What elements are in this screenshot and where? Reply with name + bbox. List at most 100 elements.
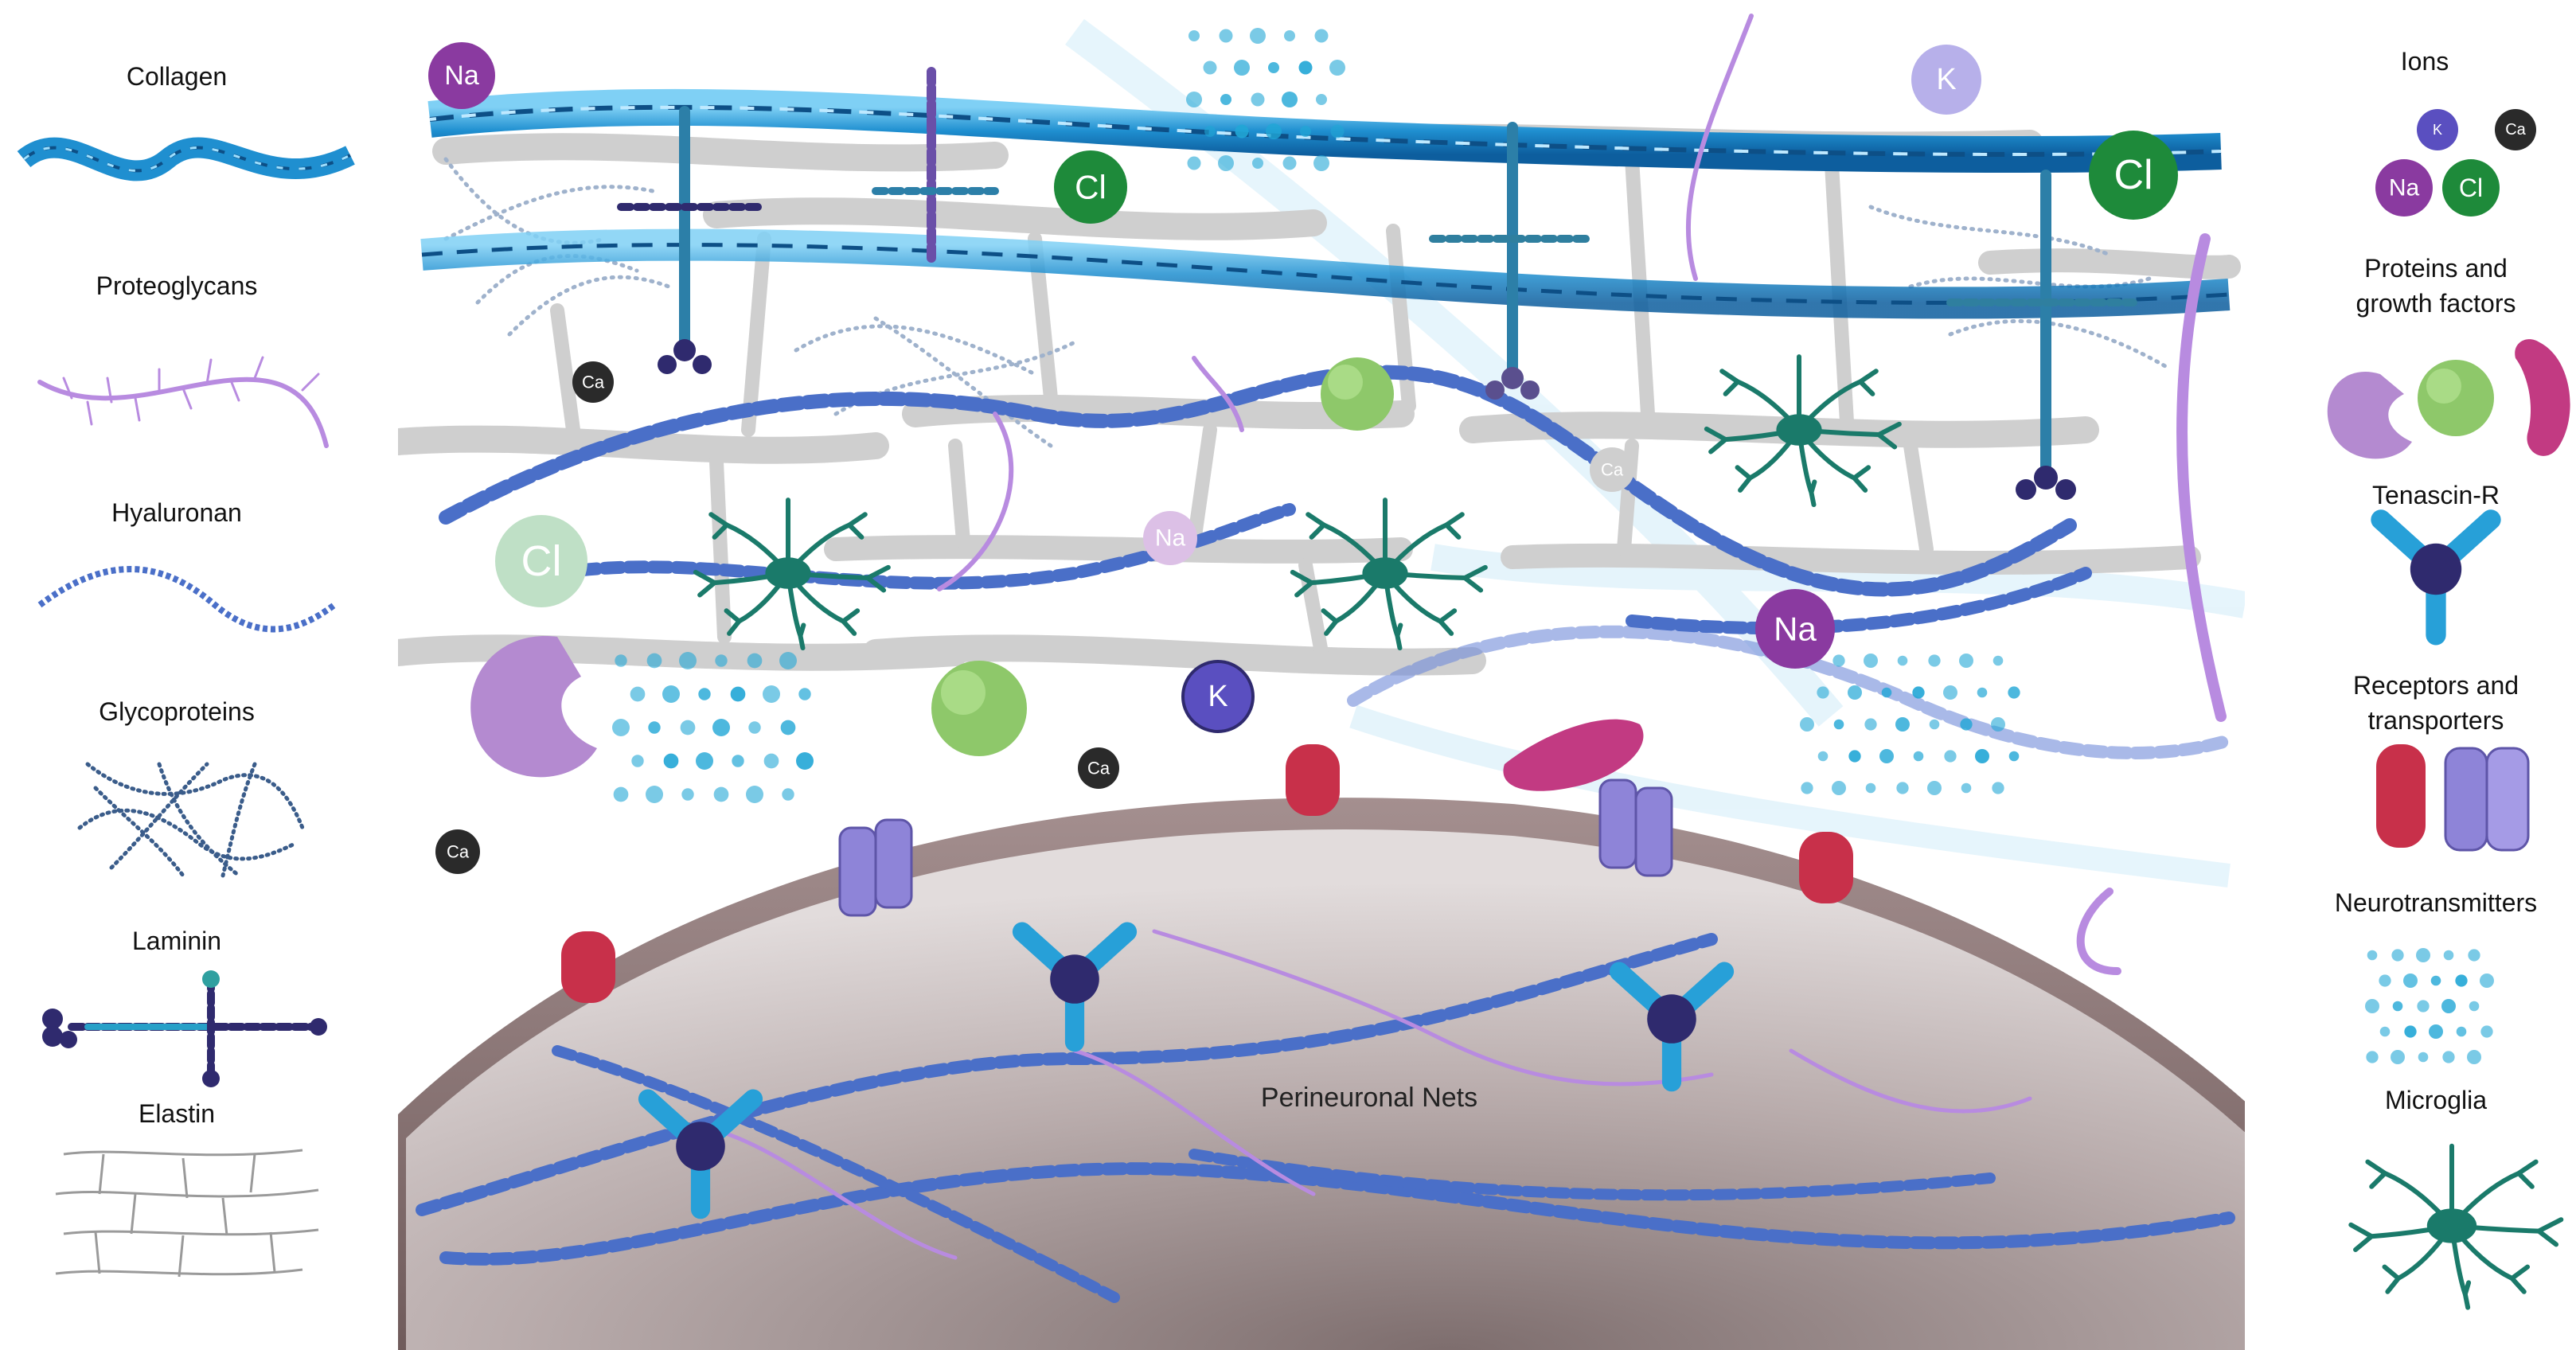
ion-ca bbox=[1078, 747, 1119, 789]
neurotransmitter-dot bbox=[779, 652, 797, 669]
neurotransmitter-dot bbox=[1865, 782, 1876, 794]
neurotransmitter-dot bbox=[2469, 1001, 2480, 1012]
neurotransmitter-dot bbox=[1977, 687, 1988, 698]
ion-na-label: Na bbox=[444, 60, 479, 91]
legend-right: Ions K Ca Na Cl Proteins and growth fact… bbox=[2327, 47, 2570, 1310]
neurotransmitter-dot bbox=[1833, 719, 1844, 730]
collagen-fiber-middle bbox=[420, 228, 2231, 319]
neurotransmitter-dot bbox=[1943, 685, 1957, 700]
neurotransmitter-dot bbox=[1913, 751, 1924, 762]
neurotransmitter-dot bbox=[796, 752, 814, 770]
legend-proteins-icon bbox=[2327, 339, 2570, 459]
neurotransmitter-dot bbox=[681, 788, 694, 801]
ion-ca-label: Ca bbox=[447, 842, 470, 862]
legend-collagen-icon bbox=[17, 137, 355, 181]
neurotransmitter-dot bbox=[715, 654, 728, 667]
microglia-cell bbox=[1776, 414, 1822, 446]
neurotransmitter-dot bbox=[713, 786, 729, 802]
neurotransmitter-dot bbox=[1266, 123, 1282, 139]
scene: Perineuronal Nets Na K Cl Cl Cl Ca Ca Na… bbox=[398, 14, 2245, 1350]
neurotransmitter-dot bbox=[1187, 156, 1201, 170]
ion-k-label: K bbox=[1936, 63, 1956, 96]
neurotransmitter-dot bbox=[2008, 686, 2020, 699]
legend-tenascin-icon bbox=[2371, 509, 2501, 646]
legend-proteoglycans-icon bbox=[37, 356, 329, 448]
neurotransmitter-dot bbox=[2365, 999, 2379, 1013]
microglia-cell bbox=[1362, 557, 1408, 589]
neurotransmitter-dot bbox=[748, 721, 761, 734]
neurotransmitter-dot bbox=[1203, 60, 1217, 75]
legend-laminin-label: Laminin bbox=[132, 927, 221, 955]
neurotransmitter-dot bbox=[732, 755, 744, 767]
neurotransmitter-dot bbox=[1832, 654, 1845, 667]
neurotransmitter-dot bbox=[1912, 686, 1925, 699]
neurotransmitter-dot bbox=[2366, 1051, 2379, 1063]
ion-na bbox=[1755, 589, 1835, 669]
neurotransmitter-dot bbox=[1848, 750, 1861, 763]
neurotransmitter-dot bbox=[730, 686, 746, 702]
legend-receptors-label-1: Receptors and bbox=[2353, 671, 2519, 700]
ion-cl-label: Cl bbox=[1075, 169, 1107, 206]
legend-ion-cl: Cl bbox=[2459, 174, 2483, 202]
neurotransmitter-dot bbox=[1895, 717, 1910, 732]
neurotransmitter-dot bbox=[1235, 124, 1249, 139]
neurotransmitter-dot bbox=[1897, 655, 1908, 666]
neurotransmitter-dot bbox=[2403, 973, 2418, 988]
neurotransmitter-dot bbox=[631, 755, 644, 767]
neurotransmitter-dot bbox=[2416, 948, 2430, 962]
neurotransmitter-dot bbox=[2379, 1026, 2391, 1037]
neurotransmitter-dot bbox=[615, 654, 627, 667]
neurotransmitter-dot bbox=[763, 753, 779, 769]
ion-ca bbox=[572, 361, 614, 403]
neurotransmitter-dot bbox=[1991, 717, 2005, 732]
neurotransmitter-dot bbox=[2443, 950, 2454, 961]
neurotransmitter-dot bbox=[630, 686, 646, 702]
neurotransmitter-dot bbox=[1284, 30, 1295, 41]
legend-ion-ca: Ca bbox=[2505, 121, 2526, 139]
ion-ca-label: Ca bbox=[582, 373, 605, 392]
tenascin-core bbox=[1647, 994, 1696, 1044]
neurotransmitter-dot bbox=[2442, 1051, 2455, 1063]
laminin-crosses bbox=[617, 67, 2137, 500]
legend-receptors-icon bbox=[2376, 744, 2530, 852]
legend-collagen-label: Collagen bbox=[127, 62, 227, 91]
neurotransmitter-dot bbox=[646, 786, 663, 803]
neurotransmitter-dot bbox=[780, 720, 796, 735]
neurotransmitter-dot bbox=[613, 786, 629, 802]
neurotransmitter-dot bbox=[1801, 782, 1813, 794]
neurotransmitter-dot bbox=[2391, 949, 2404, 962]
neurotransmitter-dot bbox=[1282, 92, 1298, 107]
neurotransmitter-dot bbox=[763, 685, 780, 703]
neurotransmitter-dot bbox=[1992, 655, 2004, 666]
legend-microglia-label: Microglia bbox=[2385, 1086, 2487, 1114]
neurotransmitter-dot bbox=[679, 652, 697, 669]
ion-k bbox=[1911, 45, 1981, 115]
neurotransmitter-dot bbox=[1220, 94, 1231, 105]
ion-cl-label: Cl bbox=[521, 537, 562, 585]
neurotransmitter-dot bbox=[2391, 1050, 2405, 1064]
legend-laminin-icon bbox=[42, 970, 327, 1087]
neurotransmitter-clusters bbox=[612, 28, 2020, 803]
legend-elastin-icon bbox=[55, 1149, 319, 1278]
ion-na-label: Na bbox=[1155, 525, 1186, 552]
legend-glycoproteins-label: Glycoproteins bbox=[99, 697, 255, 726]
neurotransmitter-dot bbox=[798, 688, 811, 700]
neurotransmitter-dot bbox=[698, 688, 711, 700]
ion-ca-label: Ca bbox=[1601, 460, 1624, 480]
neurotransmitter-dot bbox=[1864, 654, 1878, 668]
neurotransmitter-dot bbox=[712, 719, 730, 736]
neurotransmitter-dot bbox=[1864, 718, 1877, 731]
neurotransmitter-dot bbox=[2379, 974, 2391, 987]
neurotransmitter-dot bbox=[1234, 60, 1250, 76]
neurotransmitter-dot bbox=[1282, 156, 1297, 170]
neurotransmitter-dot bbox=[2468, 949, 2480, 962]
neurotransmitter-dot bbox=[1300, 126, 1311, 137]
neuron-body bbox=[398, 798, 2245, 1350]
neurotransmitter-dot bbox=[782, 788, 794, 801]
collagen-fiber-top bbox=[427, 88, 2222, 174]
neurotransmitter-dot bbox=[1817, 751, 1829, 762]
legend-glycoproteins-icon bbox=[77, 762, 305, 878]
neurotransmitter-dot bbox=[1928, 654, 1941, 667]
ion-cl bbox=[1054, 150, 1127, 224]
